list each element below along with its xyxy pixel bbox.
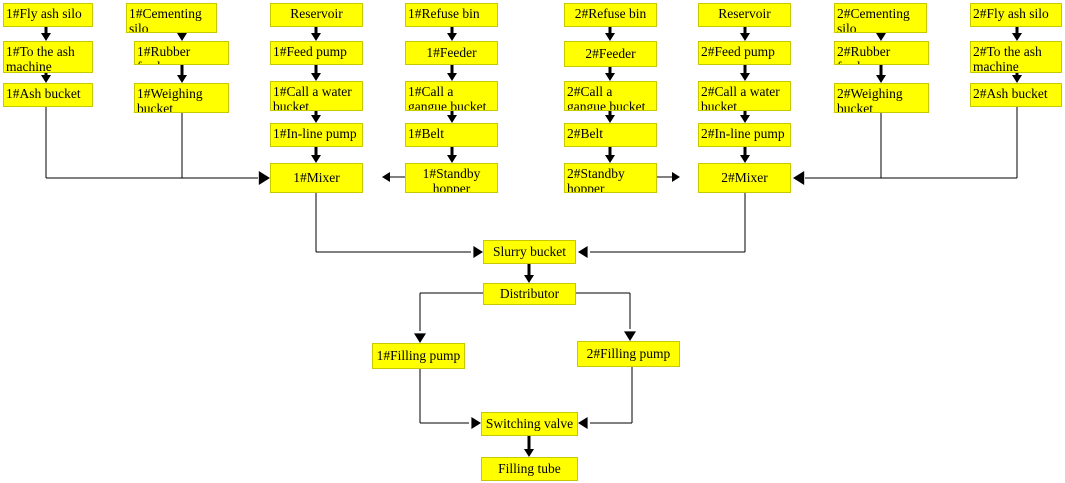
arrow-head-81 (578, 417, 588, 429)
node-gangue-bucket-2: 2#Call a gangue bucket (564, 81, 657, 111)
node-standby-hopper-2: 2#Standby hopper (564, 163, 657, 193)
arrow-head-45 (1012, 33, 1022, 41)
node-fly-ash-silo-1: 1#Fly ash silo (3, 3, 93, 27)
arrow-head-31 (605, 155, 615, 163)
arrow-head-47 (1012, 75, 1022, 83)
arrow-head-29 (605, 115, 615, 123)
node-filling-pump-1: 1#Filling pump (372, 343, 465, 369)
arrow-head-1 (41, 33, 51, 41)
arrow-head-63 (793, 171, 805, 185)
node-weighing-bucket-1: 1#Weighing bucket (134, 83, 229, 113)
node-rubber-feeder-2: 2#Rubber feeder (834, 41, 929, 65)
node-filling-tube: Filling tube (481, 457, 578, 481)
node-cementing-silo-2: 2#Cementing silo (834, 3, 927, 33)
node-standby-hopper-1: 1#Standby hopper (405, 163, 498, 193)
arrow-head-57 (382, 172, 390, 182)
node-rubber-feeder-1: 1#Rubber feeder (134, 41, 229, 65)
arrow-head-27 (605, 73, 615, 81)
node-distributor: Distributor (483, 283, 576, 305)
arrow-head-59 (672, 172, 680, 182)
arrow-head-25 (605, 33, 615, 41)
arrow-head-37 (740, 115, 750, 123)
node-ash-bucket-1: 1#Ash bucket (3, 83, 93, 107)
node-ash-bucket-2: 2#Ash bucket (970, 83, 1062, 107)
arrow-head-17 (447, 33, 457, 41)
arrow-head-55 (258, 171, 270, 185)
node-mixer-2: 2#Mixer (698, 163, 791, 193)
node-feed-pump-2: 2#Feed pump (698, 41, 791, 65)
arrow-head-39 (740, 155, 750, 163)
arrow-head-49 (524, 275, 534, 283)
arrow-head-75 (624, 331, 636, 341)
arrow-head-5 (177, 33, 187, 41)
arrow-head-51 (524, 449, 534, 457)
node-to-ash-machine-2: 2#To the ash machine (970, 41, 1062, 73)
arrow-head-23 (447, 155, 457, 163)
node-refuse-bin-2: 2#Refuse bin (564, 3, 657, 27)
node-refuse-bin-1: 1#Refuse bin (405, 3, 498, 27)
node-reservoir-2: Reservoir (698, 3, 791, 27)
arrow-head-9 (311, 33, 321, 41)
node-to-ash-machine-1: 1#To the ash machine (3, 41, 93, 73)
node-gangue-bucket-1: 1#Call a gangue bucket (405, 81, 498, 111)
arrow-head-7 (177, 75, 187, 83)
node-feeder-2: 2#Feeder (564, 41, 657, 67)
arrow-head-21 (447, 115, 457, 123)
arrow-head-35 (740, 73, 750, 81)
arrow-head-69 (578, 246, 588, 258)
node-belt-conveyer-1: 1#Belt conveyer (405, 123, 498, 147)
arrow-head-3 (41, 75, 51, 83)
arrow-head-41 (876, 33, 886, 41)
node-inline-pump-2: 2#In-line pump (698, 123, 791, 147)
arrow-head-11 (311, 73, 321, 81)
node-filling-pump-2: 2#Filling pump (577, 341, 680, 367)
node-water-bucket-2: 2#Call a water bucket (698, 81, 791, 111)
node-switching-valve: Switching valve (481, 412, 578, 436)
node-feeder-1: 1#Feeder (405, 41, 498, 65)
node-belt-conveyer-2: 2#Belt conveyer (564, 123, 657, 147)
arrow-head-72 (414, 333, 426, 343)
node-reservoir-1: Reservoir (270, 3, 363, 27)
node-slurry-bucket: Slurry bucket (483, 240, 576, 264)
arrow-head-13 (311, 115, 321, 123)
arrow-head-19 (447, 73, 457, 81)
arrow-head-15 (311, 155, 321, 163)
node-mixer-1: 1#Mixer (270, 163, 363, 193)
node-fly-ash-silo-2: 2#Fly ash silo (970, 3, 1062, 27)
node-cementing-silo-1: 1#Cementing silo (126, 3, 217, 33)
arrow-head-43 (876, 75, 886, 83)
node-water-bucket-1: 1#Call a water bucket (270, 81, 363, 111)
arrow-head-78 (471, 417, 481, 429)
arrow-head-66 (473, 246, 483, 258)
arrow-head-33 (740, 33, 750, 41)
node-weighing-bucket-2: 2#Weighing bucket (834, 83, 929, 113)
node-feed-pump-1: 1#Feed pump (270, 41, 363, 65)
node-inline-pump-1: 1#In-line pump (270, 123, 363, 147)
